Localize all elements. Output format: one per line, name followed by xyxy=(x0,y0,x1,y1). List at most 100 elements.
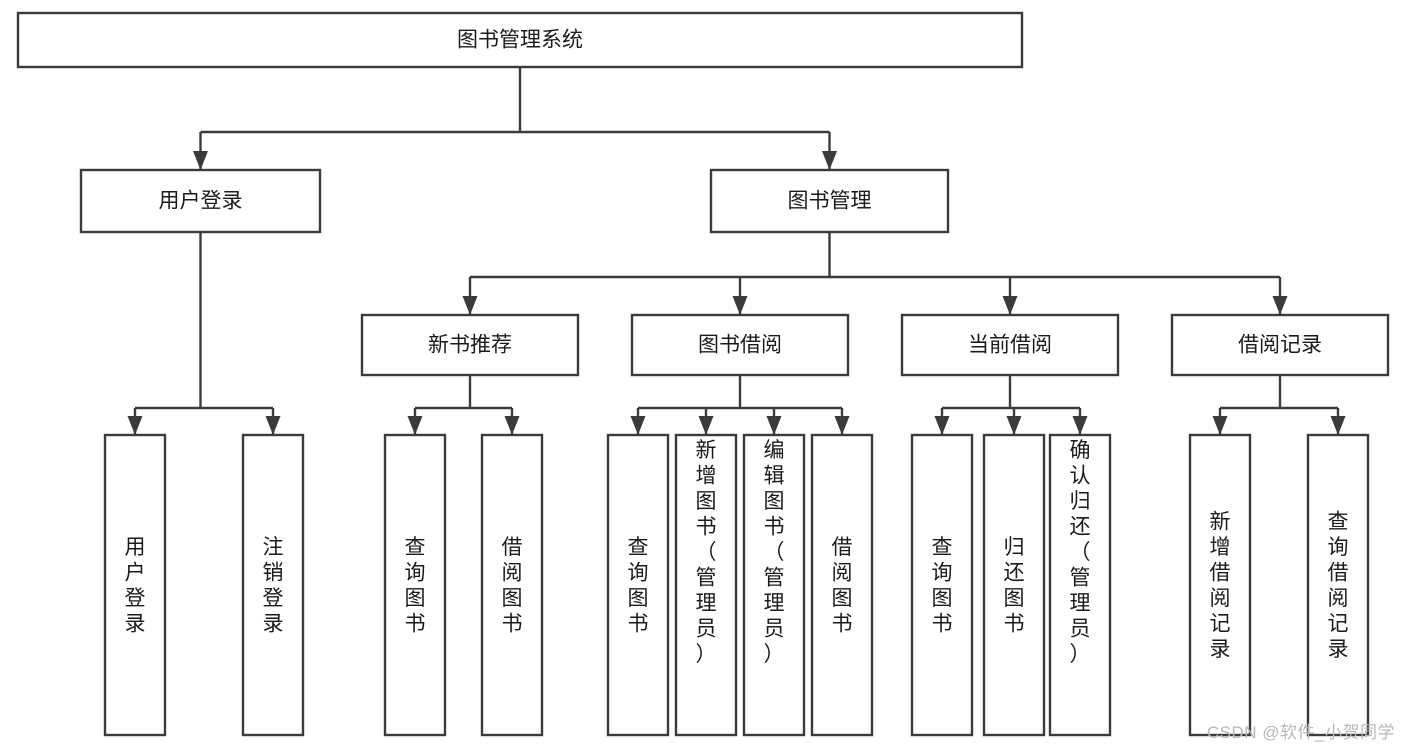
svg-text:员: 员 xyxy=(696,618,717,641)
svg-text:新: 新 xyxy=(1210,510,1231,533)
svg-text:）: ） xyxy=(696,643,717,666)
svg-text:编: 编 xyxy=(764,439,785,462)
svg-text:借: 借 xyxy=(1328,561,1349,584)
svg-text:图: 图 xyxy=(832,587,853,610)
node-leaf-box-bb-edit-book[interactable] xyxy=(742,433,806,737)
svg-text:书: 书 xyxy=(405,612,426,635)
node-leaf-box-cb-return-book[interactable] xyxy=(982,433,1046,737)
node-l2-box-book-management[interactable] xyxy=(709,168,950,234)
arrow-head-icon xyxy=(834,416,850,435)
node-leaf-box-cb-query-book[interactable] xyxy=(910,433,974,737)
node-root-box[interactable] xyxy=(16,11,1024,69)
arrow-head-icon xyxy=(822,151,837,170)
svg-text:注: 注 xyxy=(263,536,284,559)
svg-text:登: 登 xyxy=(125,587,146,610)
svg-text:理: 理 xyxy=(1070,592,1091,615)
svg-text:确: 确 xyxy=(1070,439,1091,462)
svg-text:图: 图 xyxy=(932,587,953,610)
svg-text:管: 管 xyxy=(1070,567,1091,590)
svg-text:借: 借 xyxy=(832,536,853,559)
arrow-head-icon xyxy=(698,416,714,435)
svg-text:记: 记 xyxy=(1328,612,1349,635)
arrow-head-icon xyxy=(193,151,208,170)
node-leaf-box-leaf-user-login[interactable] xyxy=(103,433,167,737)
svg-text:图: 图 xyxy=(696,490,717,513)
arrow-head-icon xyxy=(732,296,748,315)
svg-text:阅: 阅 xyxy=(1328,587,1349,610)
svg-text:记: 记 xyxy=(1210,612,1231,635)
svg-text:阅: 阅 xyxy=(1210,587,1231,610)
arrow-head-icon xyxy=(1212,416,1228,435)
svg-text:录: 录 xyxy=(1210,638,1231,661)
svg-text:查: 查 xyxy=(1328,510,1349,533)
svg-text:户: 户 xyxy=(125,561,146,584)
arrow-head-icon xyxy=(265,416,281,435)
svg-text:询: 询 xyxy=(628,561,649,584)
svg-text:销: 销 xyxy=(263,561,284,584)
node-leaf-box-br-query-record[interactable] xyxy=(1306,433,1370,737)
arrow-head-icon xyxy=(1002,296,1018,315)
svg-text:询: 询 xyxy=(405,561,426,584)
svg-text:借: 借 xyxy=(1210,561,1231,584)
svg-text:辑: 辑 xyxy=(764,465,785,488)
svg-text:图: 图 xyxy=(502,587,523,610)
node-leaf-box-bb-add-book[interactable] xyxy=(674,433,738,737)
svg-text:管: 管 xyxy=(764,567,785,590)
svg-text:归: 归 xyxy=(1070,490,1091,513)
arrow-head-icon xyxy=(1072,416,1088,435)
svg-text:（: （ xyxy=(696,541,717,564)
svg-text:（: （ xyxy=(764,541,785,564)
svg-text:书: 书 xyxy=(832,612,853,635)
svg-text:增: 增 xyxy=(696,465,717,488)
arrow-head-icon xyxy=(1272,296,1288,315)
node-leaf-box-nbr-borrow-book[interactable] xyxy=(480,433,544,737)
svg-text:理: 理 xyxy=(696,592,717,615)
node-leaf-box-bb-query-book[interactable] xyxy=(606,433,670,737)
svg-text:图: 图 xyxy=(764,490,785,513)
node-l3-box-borrow-record[interactable] xyxy=(1170,313,1390,377)
svg-text:查: 查 xyxy=(628,536,649,559)
arrow-head-icon xyxy=(630,416,646,435)
arrow-head-icon xyxy=(1330,416,1346,435)
svg-text:增: 增 xyxy=(1210,536,1231,559)
node-leaf-box-cb-confirm-return[interactable] xyxy=(1048,433,1112,737)
arrow-head-icon xyxy=(504,416,520,435)
node-l3-label-borrow-record: 借阅记录 xyxy=(1238,334,1322,357)
node-root-label: 图书管理系统 xyxy=(457,29,583,52)
arrow-head-icon xyxy=(934,416,950,435)
svg-text:书: 书 xyxy=(502,612,523,635)
svg-text:书: 书 xyxy=(932,612,953,635)
svg-text:录: 录 xyxy=(263,612,284,635)
svg-text:）: ） xyxy=(1070,643,1091,666)
node-l3-label-new-book-recommend: 新书推荐 xyxy=(428,334,512,357)
arrow-head-icon xyxy=(462,296,478,315)
svg-text:查: 查 xyxy=(932,536,953,559)
arrow-head-icon xyxy=(1006,416,1022,435)
node-l3-box-book-borrow[interactable] xyxy=(630,313,850,377)
svg-text:录: 录 xyxy=(125,612,146,635)
svg-text:图: 图 xyxy=(405,587,426,610)
node-leaf-box-bb-borrow-book[interactable] xyxy=(810,433,874,737)
node-leaf-box-nbr-query-book[interactable] xyxy=(383,433,447,737)
node-leaf-box-leaf-user-logout[interactable] xyxy=(241,433,305,737)
svg-text:认: 认 xyxy=(1070,465,1091,488)
svg-text:还: 还 xyxy=(1070,516,1091,539)
svg-text:书: 书 xyxy=(628,612,649,635)
svg-text:管: 管 xyxy=(696,567,717,590)
arrow-head-icon xyxy=(766,416,782,435)
arrow-head-icon xyxy=(127,416,143,435)
arrow-head-icon xyxy=(407,416,423,435)
node-leaf-box-br-add-record[interactable] xyxy=(1188,433,1252,737)
node-l3-box-current-borrow[interactable] xyxy=(900,313,1120,377)
